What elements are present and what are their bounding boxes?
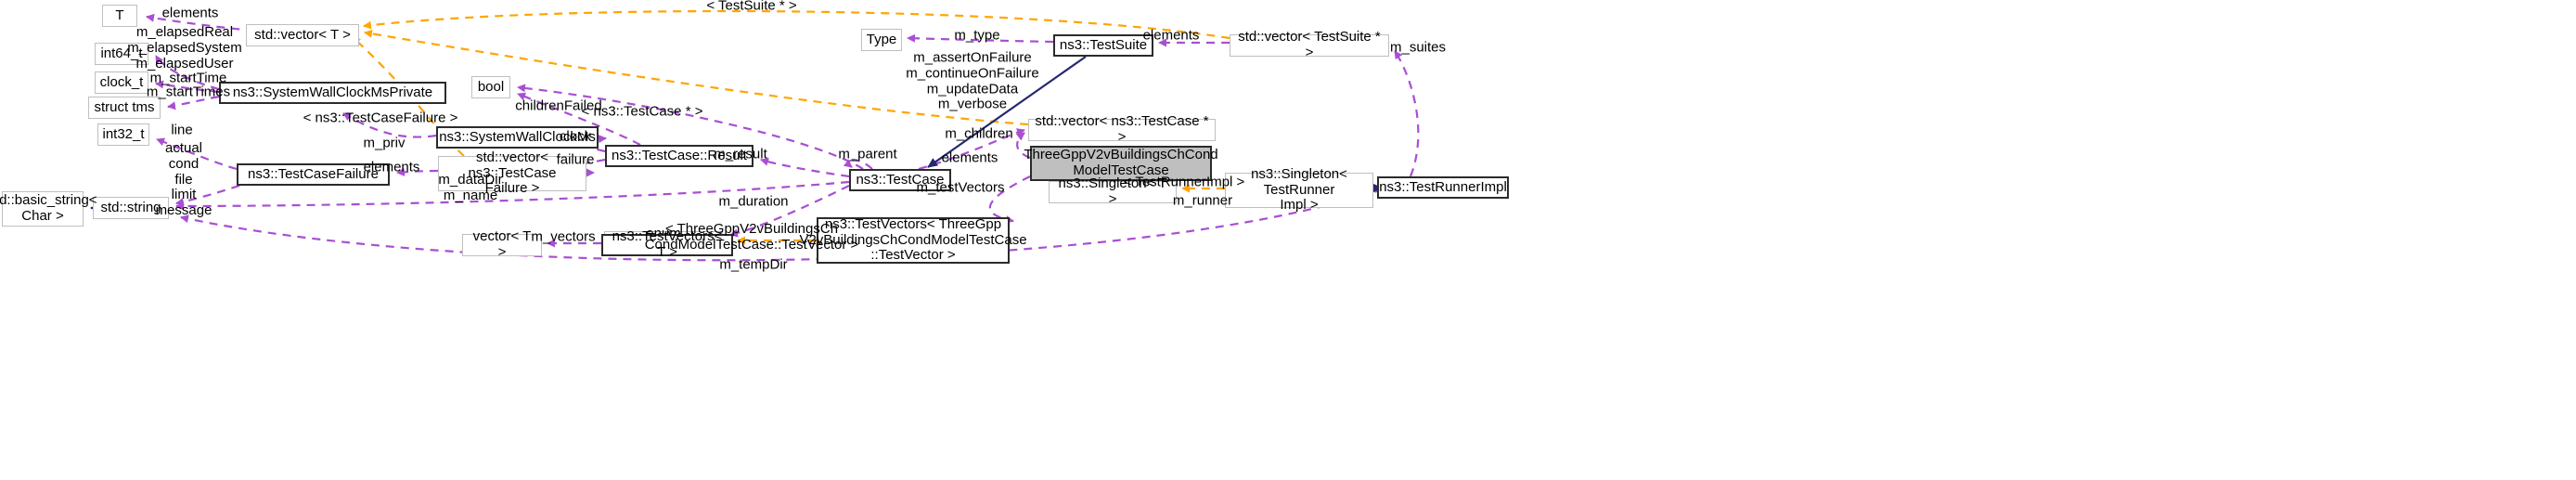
class-node-vectorT[interactable]: std::vector< T > <box>246 24 359 46</box>
class-node-currentTestCase[interactable]: ThreeGppV2vBuildingsChCond ModelTestCase <box>1024 146 1218 181</box>
edge-label-l_tgtemplate: < ThreeGppV2vBuildingsCh CondModelTestCa… <box>644 221 859 253</box>
edge-label-l_tcfTemplate: < ns3::TestCaseFailure > <box>303 110 458 126</box>
edge-label-l_testrunnerimpl: < TestRunnerImpl > <box>1123 174 1245 190</box>
class-node-swcmPrivate[interactable]: ns3::SystemWallClockMsPrivate <box>219 82 446 104</box>
edge-label-l_mpriv: m_priv <box>363 135 406 151</box>
class-node-clockt[interactable]: clock_t <box>95 71 148 94</box>
class-node-singletonTRI[interactable]: ns3::Singleton< TestRunner Impl > <box>1225 166 1373 213</box>
edge-label-l_mparent: m_parent <box>838 146 897 162</box>
edge-label-l_elements_tcf: elements <box>363 159 420 175</box>
edge-label-l_mchildren: m_children <box>945 125 1013 142</box>
edge-label-l_flags: m_assertOnFailure m_continueOnFailure m_… <box>906 49 1039 112</box>
edge-label-l_childrenFailed: childrenFailed <box>515 97 602 114</box>
class-node-testCaseResult[interactable]: ns3::TestCase::Result <box>605 145 753 167</box>
edge-label-l_line: line <box>171 122 193 138</box>
class-node-testSuite[interactable]: ns3::TestSuite <box>1053 34 1153 57</box>
class-node-testVectorsTG[interactable]: ns3::TestVectors< ThreeGpp V2vBuildingsC… <box>799 215 1027 264</box>
class-node-vectorTCF[interactable]: std::vector< ns3::TestCase Failure > <box>438 149 586 196</box>
edge-label-l_testcaseptr: < ns3::TestCase * > <box>581 103 703 120</box>
edge-label-l_mtestvectors: m_testVectors <box>916 179 1005 196</box>
class-node-int32[interactable]: int32_t <box>97 123 149 146</box>
edge-label-l_mresult: m_result <box>714 146 767 162</box>
class-node-singletonT[interactable]: ns3::Singleton< T > <box>1049 175 1177 207</box>
edge-label-l_failure: failure <box>556 151 595 168</box>
class-node-vectorTestSuitePtr[interactable]: std::vector< TestSuite * > <box>1230 29 1389 60</box>
edge-label-l_elapsed: m_elapsedReal m_elapsedSystem m_elapsedU… <box>127 23 242 71</box>
class-node-stdstring[interactable]: std::string <box>93 197 169 219</box>
edge-label-l_mdatadir: m_dataDir m_name <box>438 172 503 203</box>
class-node-T[interactable]: T <box>102 5 137 27</box>
edge-label-l_mvectors: m_vectors <box>531 228 596 245</box>
class-node-type[interactable]: Type <box>861 29 902 51</box>
edge-label-l_mduration: m_duration <box>718 193 789 210</box>
edge-label-l_starttime: m_startTime <box>149 70 227 86</box>
edge-label-l_mrunner: m_runner <box>1172 192 1233 209</box>
class-node-int64[interactable]: int64_t <box>95 43 148 65</box>
class-node-swcm[interactable]: ns3::SystemWallClockMs <box>436 126 599 149</box>
class-node-vectorTplain[interactable]: vector< T > <box>462 228 542 260</box>
edge-label-l_mtempdir: m_tempDir <box>719 256 788 273</box>
edge-label-l_elements_tc: elements <box>941 149 998 166</box>
edge-label-l_elements_T: elements <box>161 5 219 21</box>
class-node-vectorTestCasePtr[interactable]: std::vector< ns3::TestCase * > <box>1028 113 1216 145</box>
edge-label-l_clock: clock <box>559 128 592 145</box>
class-node-basicstring[interactable]: std::basic_string< Char > <box>0 191 97 227</box>
class-node-testRunnerImpl[interactable]: ns3::TestRunnerImpl <box>1377 176 1509 199</box>
class-node-testCase[interactable]: ns3::TestCase <box>849 169 951 191</box>
class-node-structtms[interactable]: struct tms <box>88 97 161 119</box>
edge-label-l_elements_suite: elements <box>1142 27 1200 44</box>
edge-label-l_testsuiteptr: < TestSuite * > <box>706 0 797 14</box>
class-node-testVectorsT[interactable]: ns3::TestVectors< T > <box>601 228 733 260</box>
edge-label-l_starttimes: m_startTimes <box>146 84 231 100</box>
edge-label-l_msuites: m_suites <box>1389 39 1447 56</box>
edge-label-l_actual: actual cond file limit message <box>155 140 213 219</box>
class-node-bool[interactable]: bool <box>471 76 510 98</box>
edge-label-l_mtype: m_type <box>954 27 1000 44</box>
class-node-testCaseFailure[interactable]: ns3::TestCaseFailure <box>237 163 390 186</box>
